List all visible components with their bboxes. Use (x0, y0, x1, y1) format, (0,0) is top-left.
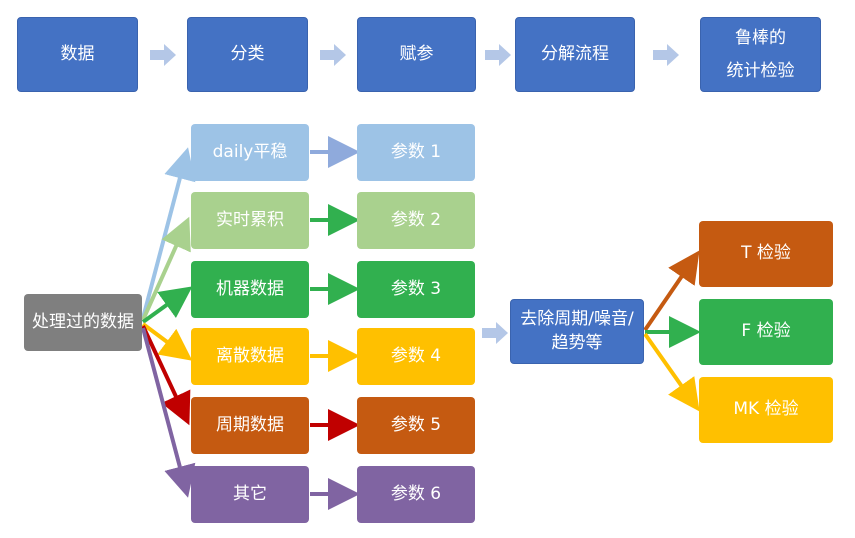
arrow-source-to-cat-4 (141, 322, 193, 361)
pipeline-step-robust-test: 鲁棒的 统计检验 (700, 17, 821, 92)
chevron-right-icon (150, 44, 176, 66)
arrow-source-to-cat-5 (141, 325, 191, 426)
param-label: 参数 1 (390, 141, 442, 162)
arrow-decompose-to-test-1 (643, 250, 700, 332)
decompose-box: 去除周期/噪音/ 趋势等 (510, 299, 644, 364)
param-label: 参数 4 (390, 345, 442, 366)
test-label: T 检验 (741, 243, 791, 264)
param-5-box: 参数 5 (357, 397, 475, 454)
pipeline-step-label: 数据 (60, 43, 95, 64)
param-1-box: 参数 1 (357, 124, 475, 181)
param-3-box: 参数 3 (357, 261, 475, 318)
category-daily-stable: daily平稳 (191, 124, 309, 181)
arrow-source-to-cat-6 (141, 327, 196, 498)
processed-data-box: 处理过的数据 (24, 294, 142, 351)
test-label: F 检验 (741, 321, 791, 342)
category-realtime-cumulative: 实时累积 (191, 192, 309, 249)
processed-data-label: 处理过的数据 (32, 311, 134, 332)
chevron-right-icon (320, 44, 346, 66)
category-other: 其它 (191, 466, 309, 523)
category-label: 其它 (233, 483, 267, 504)
mk-test-box: MK 检验 (699, 377, 833, 443)
category-label: 机器数据 (216, 278, 284, 299)
pipeline-step-label: 赋参 (399, 43, 434, 64)
chevron-right-icon (653, 44, 679, 66)
arrow-source-to-cat-2 (141, 216, 191, 321)
chevron-right-icon (482, 322, 508, 344)
pipeline-step-label: 鲁棒的 统计检验 (726, 28, 795, 81)
pipeline-step-label: 分类 (230, 43, 265, 64)
category-label: 离散数据 (216, 345, 284, 366)
param-label: 参数 2 (390, 209, 442, 230)
category-periodic-data: 周期数据 (191, 397, 309, 454)
arrow-decompose-to-test-3 (643, 332, 700, 412)
param-2-box: 参数 2 (357, 192, 475, 249)
param-label: 参数 6 (390, 483, 442, 504)
decompose-label: 去除周期/噪音/ 趋势等 (520, 308, 634, 353)
category-label: daily平稳 (212, 141, 288, 162)
category-label: 实时累积 (216, 209, 284, 230)
param-4-box: 参数 4 (357, 328, 475, 385)
category-machine-data: 机器数据 (191, 261, 309, 318)
pipeline-step-data: 数据 (17, 17, 138, 92)
param-label: 参数 3 (390, 278, 442, 299)
param-6-box: 参数 6 (357, 466, 475, 523)
f-test-box: F 检验 (699, 299, 833, 365)
t-test-box: T 检验 (699, 221, 833, 287)
pipeline-step-label: 分解流程 (541, 43, 609, 64)
chevron-right-icon (485, 44, 511, 66)
category-discrete-data: 离散数据 (191, 328, 309, 385)
pipeline-step-assign-params: 赋参 (357, 17, 476, 92)
arrow-source-to-cat-3 (141, 286, 193, 324)
param-label: 参数 5 (390, 414, 442, 435)
test-label: MK 检验 (733, 399, 799, 420)
pipeline-step-decompose: 分解流程 (515, 17, 635, 92)
pipeline-step-classify: 分类 (187, 17, 308, 92)
category-label: 周期数据 (216, 414, 284, 435)
